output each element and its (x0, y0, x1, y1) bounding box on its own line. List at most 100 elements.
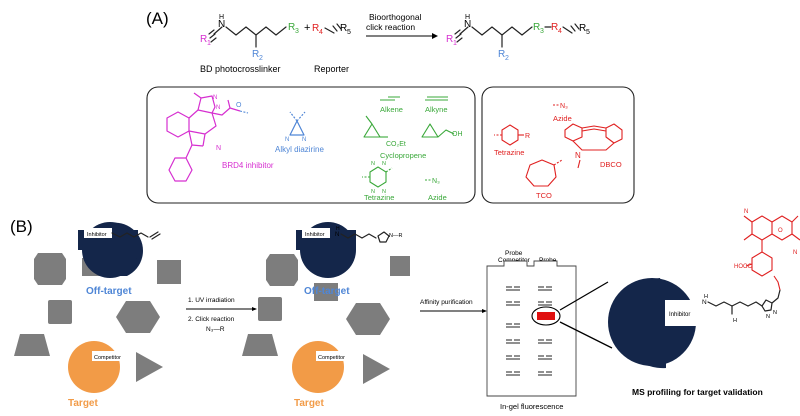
product-r3-label: R (533, 22, 540, 33)
r1-sub: 1 (207, 40, 211, 47)
inhibitor-label-2: Inhibitor (305, 232, 325, 238)
svg-text:N: N (382, 161, 386, 167)
square-shape-2 (157, 260, 181, 284)
hexagon-shape (116, 301, 160, 333)
svg-text:O: O (778, 228, 783, 234)
inhibitor-label: Inhibitor (87, 232, 107, 238)
arrow-bottom-text: click reaction (366, 22, 415, 32)
reporter-caption: Reporter (314, 64, 349, 74)
trapezoid-shape (14, 334, 50, 356)
product-structure: R 1 H N R 2 R 3 R 4 R 5 (446, 14, 590, 62)
reporter-azide-n3: N₃ (560, 103, 568, 110)
zoom-line-top (559, 281, 609, 311)
svg-text:N: N (213, 95, 217, 101)
linker-structure: R 1 H N R 2 R 3 (200, 14, 299, 62)
cyclopropene-structures: CO₂Et OH Cyclopropene (363, 115, 463, 160)
competitor-label: Competitor (94, 355, 121, 361)
tco-structure: TCO (525, 159, 563, 200)
competitor-pocket (92, 351, 124, 361)
diazirine-structure: N N Alkyl diazirine (275, 111, 324, 154)
step-arrow-uv-click: 1. UV irradiation 2. Click reaction N₃—R (186, 297, 257, 333)
azide-label: Azide (428, 193, 447, 202)
fluorophore-structure: O HOOC N N (734, 209, 800, 277)
co2et-label: CO₂Et (386, 141, 406, 148)
reaction-arrow: Bioorthogonal click reaction (366, 12, 438, 39)
product-r1-sub: 1 (453, 40, 457, 47)
panel-a-label: (A) (146, 9, 169, 28)
target-label: Target (68, 398, 98, 409)
reporter-azide-label: Azide (553, 114, 572, 123)
svg-text:N: N (382, 189, 386, 195)
dbco-n: N (575, 151, 581, 160)
reporter-structure: R 4 R 5 (312, 23, 351, 36)
panel-b-label: (B) (10, 217, 33, 236)
azide-structure: N₃ Azide (425, 178, 447, 202)
zoom-line-bottom (559, 321, 613, 349)
off-target-label: Off-target (86, 286, 132, 297)
identified-protein: Inhibitor H N H N N (608, 275, 781, 369)
svg-text:N: N (744, 209, 748, 215)
reporter-tetrazine-label: Tetrazine (494, 148, 524, 157)
gel-panel: Probe Competitor Probe In-gel fluorescen… (486, 250, 577, 411)
r5-sub: 5 (347, 29, 351, 36)
tetrazine-label: Tetrazine (364, 193, 394, 202)
r1-label: R (200, 34, 207, 45)
product-r2-sub: 2 (505, 55, 509, 62)
product-r5-sub: 5 (586, 29, 590, 36)
ms-caption: MS profiling for target validation (632, 387, 763, 397)
azide-n3-label: N₃ (432, 178, 440, 185)
product-r3-sub: 3 (540, 28, 544, 35)
octagon-shape (34, 253, 66, 285)
alkyne-structure: Alkyne (425, 96, 448, 114)
r4-sub: 4 (319, 29, 323, 36)
gel-col1b-label: Competitor (498, 257, 531, 264)
probe-n-3: N (702, 299, 707, 306)
step2-reagent: N₃—R (206, 326, 225, 333)
arrow-top-text: Bioorthogonal (369, 12, 422, 22)
scene-before-labeling: Inhibitor Off-target Competitor Target (14, 222, 181, 409)
tco-label: TCO (536, 191, 552, 200)
gel-band (506, 286, 520, 291)
inhibitor-label-3: Inhibitor (669, 312, 690, 318)
svg-text:N: N (216, 105, 220, 111)
dbco-structure: N DBCO (564, 123, 623, 169)
tetrazine-structure: N N N N Tetrazine (362, 161, 394, 202)
square-shape (48, 300, 72, 324)
hooc-label: HOOC (734, 264, 753, 270)
probe-n-2: N (335, 232, 339, 238)
product-nh-h: H (465, 14, 470, 21)
fluorescent-band (537, 312, 555, 320)
svg-text:N: N (371, 161, 375, 167)
r5-label: R (340, 23, 347, 34)
alkene-label: Alkene (380, 105, 403, 114)
reporter-tetrazine-r: R (525, 133, 530, 140)
inhibitor-pocket (84, 228, 112, 238)
scene-after-labeling: Inhibitor H N N—R Off-target Competitor … (242, 222, 410, 409)
alkyne-label: Alkyne (425, 105, 448, 114)
reporter-tetrazine-structure: R Tetrazine (494, 124, 530, 157)
r4-label: R (312, 23, 319, 34)
triazole-nr: N—R (389, 233, 402, 239)
svg-text:N: N (766, 314, 770, 320)
gel-caption: In-gel fluorescence (500, 402, 563, 411)
reporter-components-box (481, 86, 635, 204)
r3-label: R (288, 22, 295, 33)
diazirine-label: Alkyl diazirine (275, 145, 324, 154)
gel-col1-label: Probe (505, 250, 523, 257)
product-r4-sub: 4 (558, 28, 562, 35)
affinity-text: Affinity purification (420, 299, 473, 306)
gel-col2-label: Probe (539, 257, 557, 264)
svg-text:N: N (371, 189, 375, 195)
reporter-azide-structure: N₃ Azide (553, 103, 572, 123)
probe-h-2: H (336, 226, 340, 232)
linker-components-box (146, 86, 476, 204)
nh-h-label: H (219, 14, 224, 21)
product-r2-label: R (498, 49, 505, 60)
svg-text:O: O (236, 102, 242, 109)
brd4-label: BRD4 inhibitor (222, 161, 274, 170)
r3-sub: 3 (295, 28, 299, 35)
product-r4-label: R (551, 22, 558, 33)
target-protein (68, 341, 120, 393)
alkene-structure: Alkene (380, 96, 403, 114)
